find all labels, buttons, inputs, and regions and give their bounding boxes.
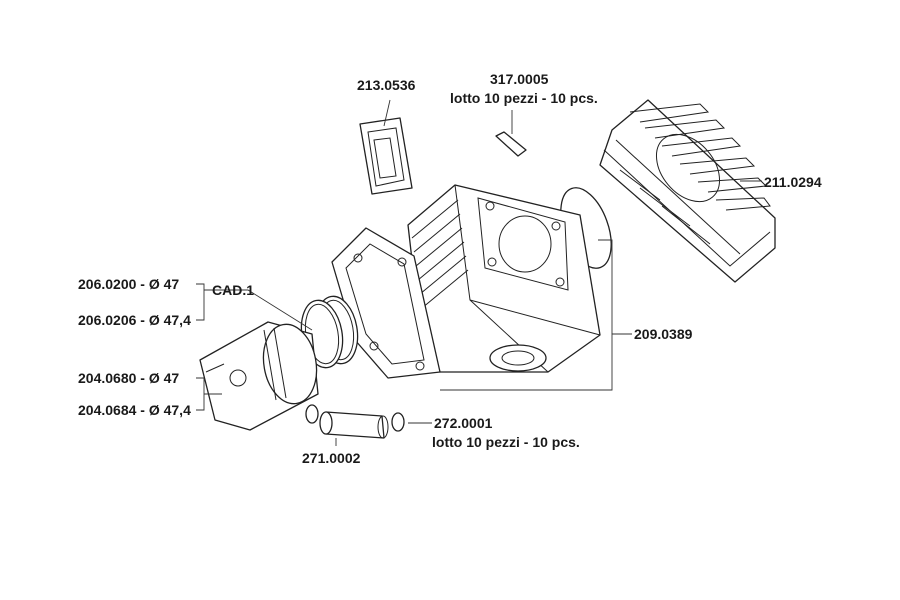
label-ring-47-4: 206.0206 - Ø 47,4 bbox=[78, 312, 191, 328]
label-stud-note: lotto 10 pezzi - 10 pcs. bbox=[450, 90, 598, 106]
label-head: 211.0294 bbox=[764, 174, 822, 190]
label-ring-47: 206.0200 - Ø 47 bbox=[78, 276, 179, 292]
label-piston-47: 204.0680 - Ø 47 bbox=[78, 370, 179, 386]
label-pin: 271.0002 bbox=[302, 450, 361, 466]
label-circlip-note: lotto 10 pezzi - 10 pcs. bbox=[432, 434, 580, 450]
reed-valve bbox=[359, 117, 413, 195]
stud bbox=[495, 131, 527, 157]
cylinder bbox=[407, 184, 601, 373]
label-ring-qty: CAD.1 bbox=[212, 282, 254, 298]
piston bbox=[199, 321, 319, 431]
labels: 213.0536 317.0005 lotto 10 pezzi - 10 pc… bbox=[78, 71, 822, 466]
label-stud-code: 317.0005 bbox=[490, 71, 549, 87]
label-cylinder: 209.0389 bbox=[634, 326, 693, 342]
label-circlip-code: 272.0001 bbox=[434, 415, 493, 431]
piston-pin bbox=[319, 411, 389, 439]
leader-lines bbox=[196, 99, 762, 446]
label-reed-valve: 213.0536 bbox=[357, 77, 416, 93]
label-piston-47-4: 204.0684 - Ø 47,4 bbox=[78, 402, 191, 418]
cylinder-head bbox=[599, 99, 776, 283]
circlips bbox=[305, 404, 405, 432]
